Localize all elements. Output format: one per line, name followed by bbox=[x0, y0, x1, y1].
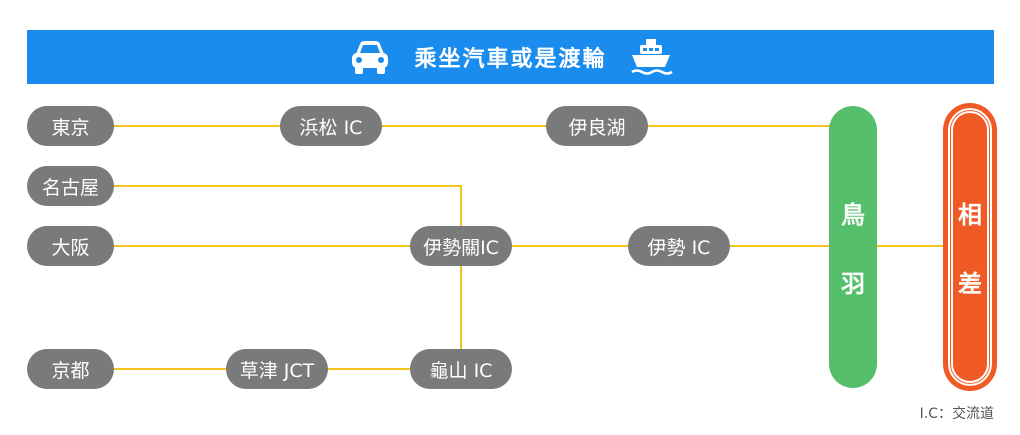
node-tokyo: 東京 bbox=[27, 106, 114, 146]
destination-toba-char-2: 羽 bbox=[841, 270, 865, 298]
footnote-legend: I.C：交流道 bbox=[919, 406, 994, 422]
destination-toba: 鳥 羽 bbox=[829, 106, 877, 388]
node-iseseki-ic: 伊勢關IC bbox=[410, 226, 512, 266]
node-irago: 伊良湖 bbox=[546, 106, 648, 146]
node-kusatsu-jct: 草津 JCT bbox=[226, 349, 328, 389]
ferry-icon bbox=[629, 37, 673, 77]
node-kyoto: 京都 bbox=[27, 349, 114, 389]
node-ise-ic: 伊勢 IC bbox=[628, 226, 730, 266]
destination-toba-char-1: 鳥 bbox=[841, 201, 865, 229]
node-nagoya: 名古屋 bbox=[27, 166, 114, 206]
destination-aizashi-char-1: 相 bbox=[958, 201, 982, 229]
node-hamamatsu-ic: 浜松 IC bbox=[280, 106, 382, 146]
destination-aizashi-char-2: 差 bbox=[958, 270, 982, 298]
header-banner: 乘坐汽車或是渡輪 bbox=[27, 30, 994, 84]
node-osaka: 大阪 bbox=[27, 226, 114, 266]
header-title: 乘坐汽車或是渡輪 bbox=[414, 47, 607, 72]
route-line-nagoya-iseseki bbox=[100, 185, 462, 246]
destination-aizashi: 相 差 bbox=[946, 106, 994, 388]
car-icon bbox=[348, 37, 392, 77]
node-kameyama-ic: 龜山 IC bbox=[410, 349, 512, 389]
